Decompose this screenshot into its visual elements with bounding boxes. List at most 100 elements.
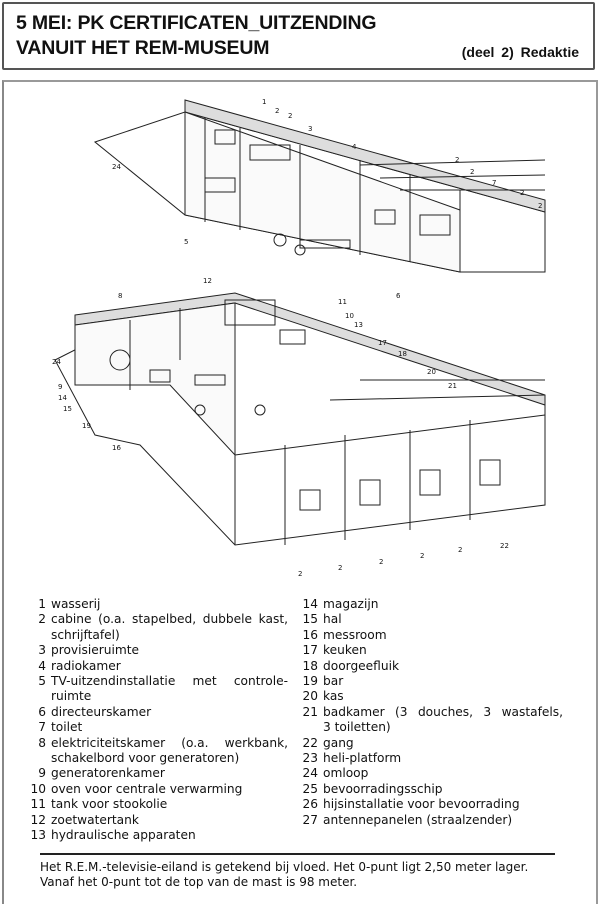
callout: 2 — [470, 168, 474, 176]
legend-number: 20 — [302, 689, 318, 704]
callout: 6 — [396, 292, 401, 300]
callout: 24 — [112, 163, 121, 171]
legend-text-continued: schakelbord voor generatoren) — [51, 751, 240, 766]
legend-item: 15 hal — [298, 612, 563, 627]
legend-item: 13 hydraulische apparaten — [26, 828, 288, 843]
legend-text: tank voor stookolie — [51, 797, 168, 812]
legend-number: 17 — [302, 643, 318, 658]
legend-indent — [26, 689, 46, 704]
legend-text: bar — [323, 674, 344, 689]
legend-text: keuken — [323, 643, 367, 658]
legend-item-continued: schakelbord voor generatoren) — [26, 751, 288, 766]
callout: 2 — [275, 107, 279, 115]
legend-item: 8 elektriciteitskamer (o.a. werkbank, — [26, 736, 288, 751]
callout: 11 — [338, 298, 347, 306]
legend-indent — [298, 720, 318, 735]
legend-text: directeurskamer — [51, 704, 152, 719]
legend-item: 3 provisieruimte — [26, 643, 288, 658]
legend-text-continued: ruimte — [51, 689, 92, 704]
callout: 2 — [455, 156, 459, 164]
callout: 9 — [58, 383, 62, 391]
callout: 2 — [379, 558, 383, 566]
callout: 16 — [112, 444, 121, 452]
callout: 15 — [63, 405, 72, 413]
legend-number: 15 — [302, 612, 318, 627]
article-header: 5 MEI: PK CERTIFICATEN_UITZENDING VANUIT… — [2, 2, 595, 70]
legend-text: toilet — [51, 720, 83, 735]
legend-text: TV-uitzendinstallatie met controle- — [51, 674, 288, 689]
legend-number: 18 — [302, 658, 318, 673]
legend-number: 1 — [38, 597, 46, 611]
legend-number: 6 — [38, 704, 46, 719]
legend-number: 11 — [30, 797, 46, 812]
legend-text: magazijn — [323, 597, 379, 611]
callout: 12 — [203, 277, 212, 285]
legend-number: 26 — [302, 797, 318, 812]
footnote-line-2: Vanaf het 0-punt tot de top van de mast … — [40, 875, 358, 889]
legend-text: zoetwatertank — [51, 812, 139, 827]
footnote: Het R.E.M.-televisie-eiland is getekend … — [40, 860, 528, 890]
legend-text: doorgeefluik — [323, 658, 400, 673]
callout: 18 — [398, 350, 407, 358]
callout: 3 — [308, 125, 312, 133]
callout: 2 — [458, 546, 462, 554]
legend-text: hijsinstallatie voor bevoorrading — [323, 797, 520, 812]
legend-text: omloop — [323, 766, 369, 781]
byline: (deel 2) Redaktie — [461, 44, 579, 60]
legend-number: 2 — [38, 612, 46, 627]
callout: 10 — [345, 312, 354, 320]
callout: 17 — [378, 339, 387, 347]
legend-item-continued: ruimte — [26, 689, 288, 704]
callout: 2 — [288, 112, 292, 120]
legend-number: 13 — [30, 828, 46, 843]
legend-number: 22 — [302, 735, 318, 750]
legend-text: oven voor centrale verwarming — [51, 781, 243, 796]
legend-text: radiokamer — [51, 658, 121, 673]
callout: 20 — [427, 368, 436, 376]
legend-text: provisieruimte — [51, 643, 140, 658]
legend-number: 25 — [302, 781, 318, 796]
legend-indent — [26, 751, 46, 766]
legend-number: 5 — [38, 674, 46, 689]
legend-number: 8 — [38, 735, 46, 750]
legend-text-continued: schrijftafel) — [51, 627, 120, 642]
legend-item: 1 wasserij — [26, 597, 288, 612]
legend-number: 27 — [302, 812, 318, 827]
legend-number: 16 — [302, 627, 318, 642]
callout: 14 — [58, 394, 67, 402]
title-line-1: 5 MEI: PK CERTIFICATEN_UITZENDING — [16, 12, 377, 34]
legend-text-continued: 3 toiletten) — [323, 720, 391, 735]
callout: 7 — [492, 179, 496, 187]
footnote-line-1: Het R.E.M.-televisie-eiland is getekend … — [40, 860, 529, 874]
legend-text: hal — [323, 612, 342, 627]
callout: 19 — [82, 422, 91, 430]
callout: 2 — [420, 552, 424, 560]
legend-text: elektriciteitskamer (o.a. werkbank, — [51, 735, 288, 750]
legend-text: hydraulische apparaten — [51, 828, 196, 843]
divider — [40, 853, 555, 855]
legend-item: 26 hijsinstallatie voor bevoorrading — [298, 797, 563, 812]
isometric-floor-plan-drawing: 1 2 2 3 4 2 2 7 2 2 24 5 6 8 12 11 10 13… — [52, 98, 546, 578]
legend-item: 11 tank voor stookolie — [26, 797, 288, 812]
callout: 2 — [520, 189, 524, 197]
legend-number: 7 — [38, 720, 46, 735]
legend-text: wasserij — [51, 597, 101, 611]
legend-number: 23 — [302, 751, 318, 766]
legend-indent — [26, 628, 46, 643]
callout: 1 — [262, 98, 266, 106]
legend-text: kas — [323, 689, 344, 704]
legend-number: 3 — [38, 643, 46, 658]
callout: 22 — [500, 542, 509, 550]
